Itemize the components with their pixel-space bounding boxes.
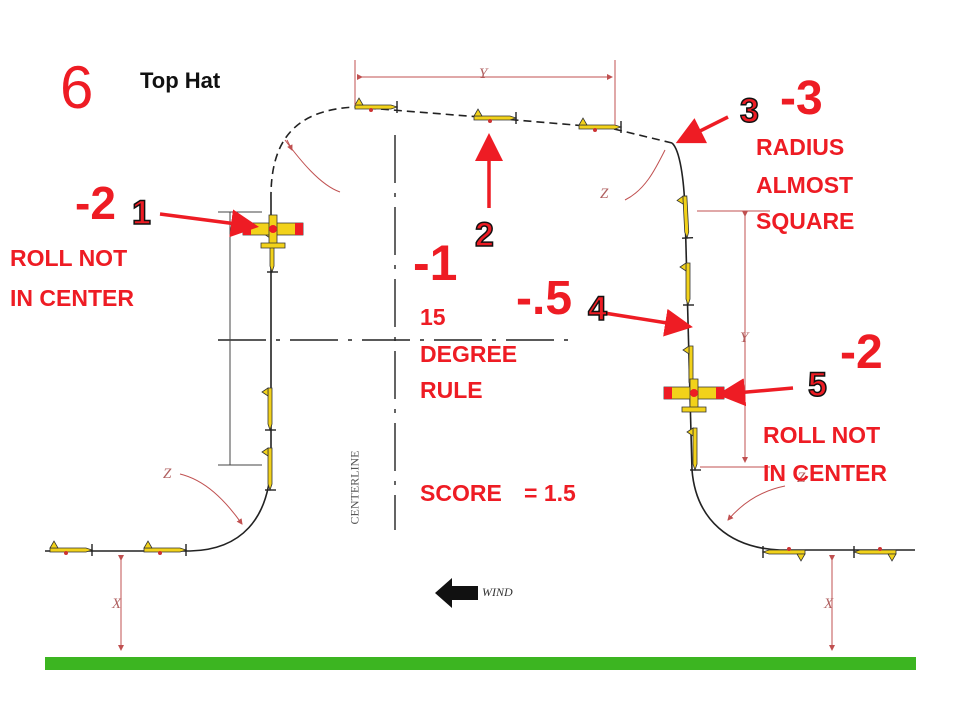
deduction-3-note-line-1: RADIUS <box>756 134 845 160</box>
wind-arrow-icon <box>435 578 478 608</box>
deduction-1-value: -2 <box>75 177 116 229</box>
reference-lines <box>218 135 570 530</box>
deduction-1-note-line-2: IN CENTER <box>10 285 134 311</box>
ground-strip <box>45 657 916 670</box>
deduction-2-point: 2 <box>474 216 494 254</box>
dim-label-y-top: Y <box>479 66 488 82</box>
deduction-5-value: -2 <box>840 326 883 379</box>
deduction-2-note-line-1: 15 <box>420 304 446 330</box>
deduction-3-value: -3 <box>780 72 823 125</box>
deduction-4-point: 4 <box>587 290 607 328</box>
deduction-4-value: -.5 <box>516 272 573 325</box>
dim-label-z-right: Z <box>797 470 806 486</box>
dim-label-x-right: X <box>824 596 834 612</box>
deduction-3-note-line-3: SQUARE <box>756 208 855 234</box>
score-value: = 1.5 <box>524 480 576 506</box>
deduction-5-note-line-2: IN CENTER <box>763 460 887 486</box>
wind-label: WIND <box>482 585 513 599</box>
deduction-5-point: 5 <box>807 366 827 404</box>
centerline-label: CENTERLINE <box>347 450 362 525</box>
dim-label-z-left: Z <box>163 466 172 482</box>
deduction-2-note-line-3: RULE <box>420 377 483 403</box>
score-label: SCORE <box>420 480 502 506</box>
dim-label-x-left: X <box>112 596 122 612</box>
dim-label-z-right-top: Z <box>600 186 609 202</box>
deduction-5-note-line-1: ROLL NOT <box>763 422 881 448</box>
dimension-lines <box>118 60 835 651</box>
deduction-1-note-line-1: ROLL NOT <box>10 245 128 271</box>
figure-number: 6 <box>60 54 94 121</box>
deduction-arrows <box>159 115 794 407</box>
deduction-3-point: 3 <box>739 92 759 130</box>
deduction-2-value: -1 <box>413 235 458 291</box>
dim-label-y-right: Y <box>740 330 749 346</box>
deduction-1-point: 1 <box>131 194 151 232</box>
maneuver-title: Top Hat <box>140 68 221 93</box>
deduction-2-note-line-2: DEGREE <box>420 341 518 367</box>
deduction-3-note-line-2: ALMOST <box>756 172 854 198</box>
